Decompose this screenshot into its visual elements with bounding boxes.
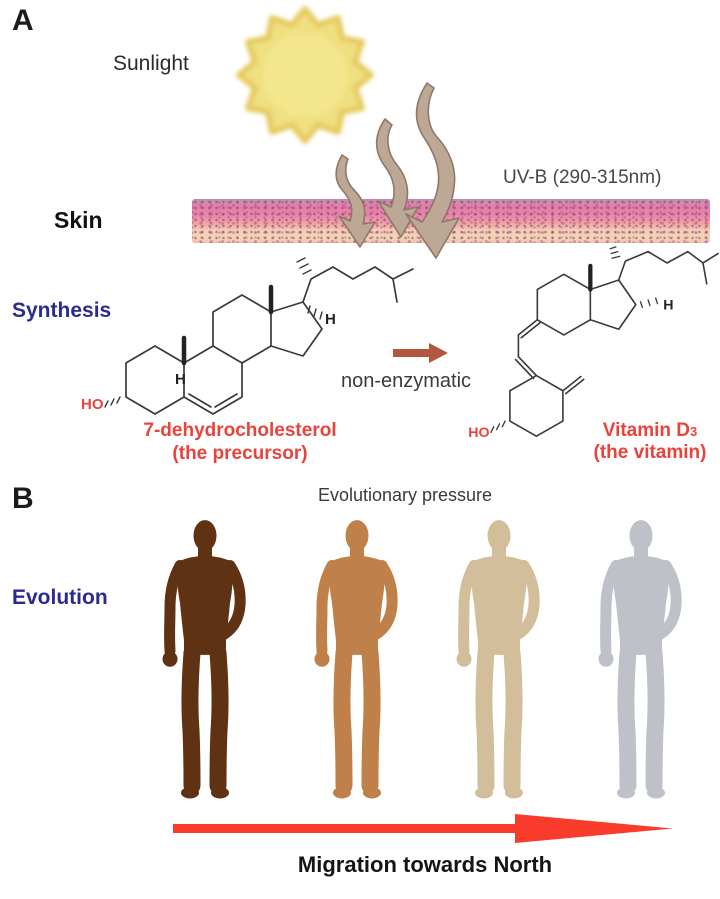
- hydroxyl-label: HO: [81, 396, 104, 413]
- precursor-name-label: 7-dehydrocholesterol: [143, 420, 337, 441]
- migration-label: Migration towards North: [297, 852, 553, 877]
- vitamin-name-text: Vitamin D: [602, 420, 691, 441]
- human-silhouette-1: [150, 518, 260, 800]
- molecule-vitamin-d3: H HO: [468, 246, 719, 441]
- human-silhouette-4: [586, 518, 696, 800]
- synthesis-label: Synthesis: [12, 299, 112, 322]
- h-atom-label: H: [663, 297, 673, 313]
- panel-b-label: B: [12, 482, 34, 515]
- uv-rays-arrows-icon: [335, 82, 460, 259]
- vitamin-subscript: 3: [690, 424, 698, 439]
- uv-arrow-small: [335, 154, 376, 248]
- skin-label: Skin: [54, 207, 103, 233]
- evolution-label: Evolution: [12, 586, 108, 609]
- uv-arrow-medium: [375, 118, 419, 238]
- vitamin-subtitle-label: (the vitamin): [593, 442, 707, 463]
- vitamin-name-label: Vitamin D3: [585, 420, 715, 443]
- uv-arrow-large: [405, 82, 460, 259]
- h-atom-label: H: [325, 311, 336, 328]
- h-atom-label: H: [175, 371, 186, 388]
- molecule-7-dehydrocholesterol: H H HO: [81, 257, 414, 415]
- reaction-type-label: non-enzymatic: [341, 370, 472, 392]
- hydroxyl-label: HO: [468, 425, 489, 441]
- precursor-subtitle-label: (the precursor): [172, 443, 308, 464]
- human-silhouette-2: [302, 518, 412, 800]
- sunlight-label: Sunlight: [113, 52, 189, 75]
- panel-a-label: A: [12, 4, 34, 37]
- reaction-arrow-icon: [393, 343, 448, 363]
- human-silhouette-3: [444, 518, 554, 800]
- evolutionary-pressure-label: Evolutionary pressure: [317, 485, 493, 505]
- migration-arrow-icon: [173, 814, 673, 843]
- sun-icon: [236, 6, 374, 144]
- uvb-wavelength-label: UV-B (290-315nm): [503, 167, 662, 188]
